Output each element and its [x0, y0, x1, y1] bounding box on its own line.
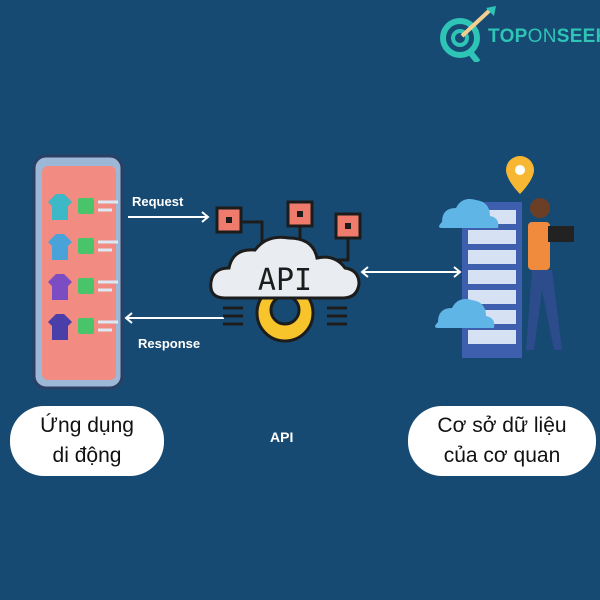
mobile-app-line1: Ứng dụng — [40, 414, 134, 437]
brand-part: SEEK — [556, 26, 600, 47]
mobile-app-line2: di động — [52, 444, 122, 467]
response-label: Response — [138, 336, 201, 351]
api-center-label: API — [270, 429, 294, 445]
smartphone-icon — [32, 154, 124, 390]
api-cloud-text: API — [258, 263, 312, 298]
api-cloud-icon: API — [209, 200, 362, 343]
brand-part: TOP — [488, 26, 528, 47]
toponseek-logo-icon — [440, 6, 496, 62]
agency-database-box: Cơ sở dữ liệu của cơ quan — [408, 406, 596, 476]
database-server-icon — [435, 156, 574, 358]
brand-name: TOPONSEEK — [488, 26, 600, 48]
agency-database-line2: của cơ quan — [443, 444, 561, 467]
agency-database-line1: Cơ sở dữ liệu — [437, 414, 567, 437]
mobile-app-box: Ứng dụng di động — [10, 406, 164, 476]
connection-arrows — [124, 211, 462, 324]
request-label: Request — [132, 194, 184, 209]
brand-part: ON — [527, 26, 557, 47]
